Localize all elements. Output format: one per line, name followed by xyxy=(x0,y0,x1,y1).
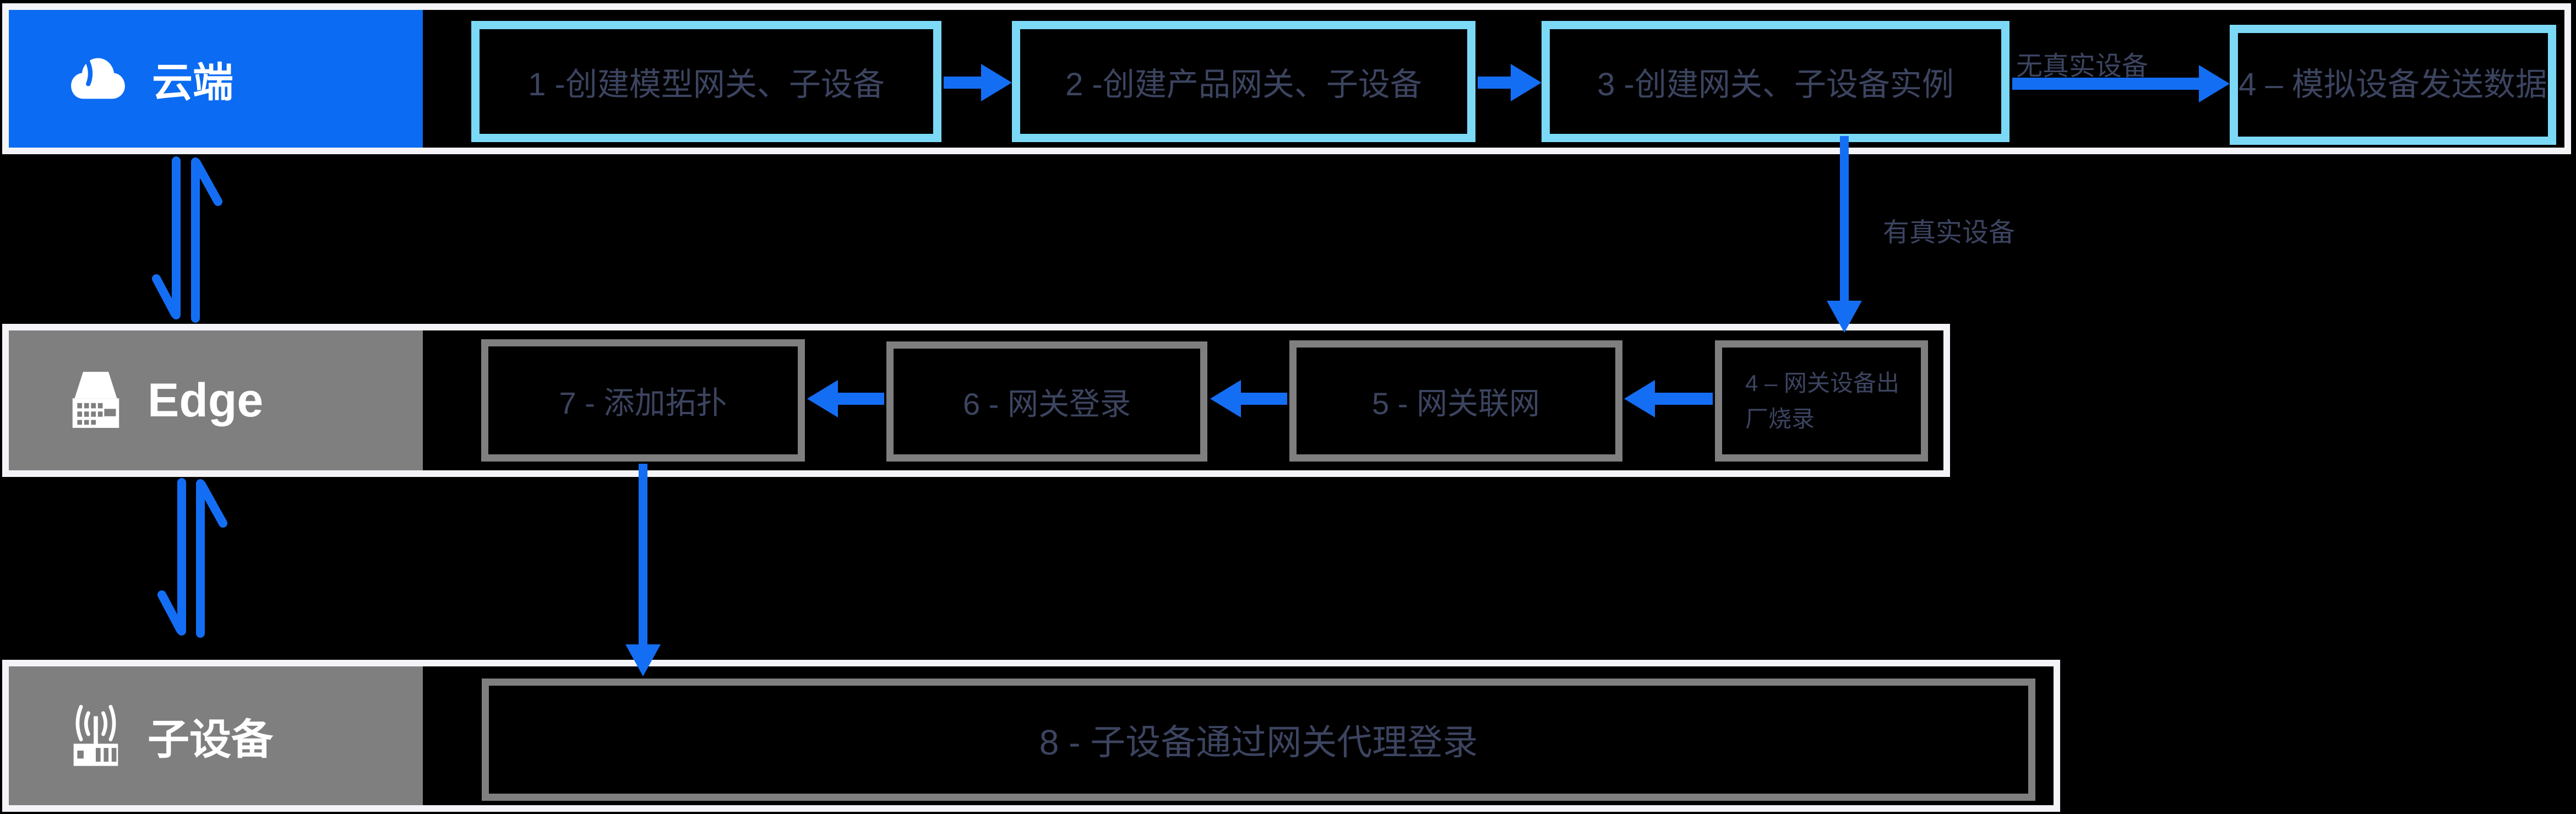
cloud-edge-down-arrow xyxy=(152,156,181,319)
lane-subdevice-header: 子设备 xyxy=(9,666,423,805)
step-create-instance: 3 -创建网关、子设备实例 xyxy=(1542,21,2009,142)
lane-edge-label: Edge xyxy=(148,373,264,427)
step-simulate-device: 4 – 模拟设备发送数据 xyxy=(2230,25,2556,145)
label-no-real-device: 无真实设备 xyxy=(2016,52,2149,81)
lane-cloud-label: 云端 xyxy=(152,59,233,105)
step-gateway-burn: 4 – 网关设备出厂烧录 xyxy=(1715,340,1928,462)
edge-device-icon xyxy=(72,372,119,428)
wireless-device-icon xyxy=(73,704,118,766)
lane-cloud-header: 云端 xyxy=(9,10,423,148)
lane-edge-header: Edge xyxy=(9,330,423,470)
step-create-product: 2 -创建产品网关、子设备 xyxy=(1012,21,1475,142)
cloud-edge-up-arrow xyxy=(191,158,222,323)
step-add-topology: 7 - 添加拓扑 xyxy=(481,339,805,462)
edge-subdevice-up-arrow xyxy=(196,479,227,638)
cloud-icon xyxy=(71,58,125,99)
step-subdevice-proxy-login: 8 - 子设备通过网关代理登录 xyxy=(482,679,2035,801)
lane-subdevice-label: 子设备 xyxy=(148,717,273,763)
arrow-step3-to-gateway-burn xyxy=(1827,136,1862,333)
label-has-real-device: 有真实设备 xyxy=(1883,218,2016,247)
arrow-topology-to-proxy-login xyxy=(625,464,661,676)
step-gateway-login: 6 - 网关登录 xyxy=(886,341,1207,462)
edge-subdevice-down-arrow xyxy=(157,478,186,636)
step-gateway-network: 5 - 网关联网 xyxy=(1289,340,1622,462)
step-create-model: 1 -创建模型网关、子设备 xyxy=(471,21,941,142)
